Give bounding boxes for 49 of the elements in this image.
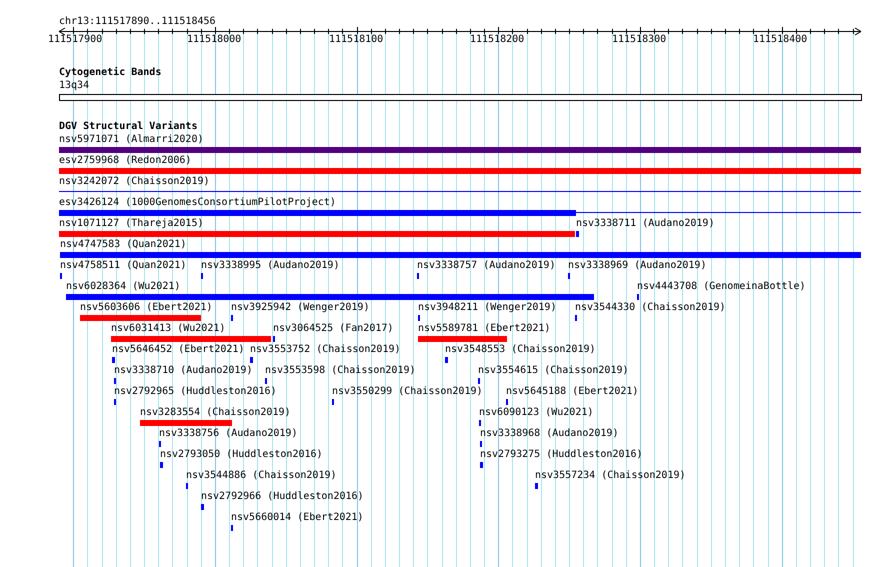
- variant-label: nsv3554615 (Chaisson2019): [478, 365, 629, 377]
- variant-label: nsv3338756 (Audano2019): [159, 428, 298, 440]
- band-label: 13q34: [59, 80, 90, 92]
- variant-label: nsv2793275 (Huddleston2016): [480, 449, 643, 461]
- variant-label: nsv3064525 (Fan2017): [273, 323, 394, 335]
- variant-label: nsv3557234 (Chaisson2019): [535, 470, 686, 482]
- variant-label: nsv2792966 (Huddleston2016): [201, 491, 364, 503]
- region-label: chr13:111517890..111518456: [59, 16, 216, 28]
- tick-label: 111518000: [187, 34, 242, 46]
- variant-label: nsv3283554 (Chaisson2019): [140, 407, 291, 419]
- variant-label: nsv5645188 (Ebert2021): [506, 386, 638, 398]
- variant-label: nsv6028364 (Wu2021): [66, 281, 180, 293]
- variant-label: nsv3925942 (Wenger2019): [231, 302, 370, 314]
- variant-label: nsv3338710 (Audano2019): [114, 365, 252, 377]
- variant-label: nsv3242072 (Chaisson2019): [59, 176, 210, 188]
- variant-label: nsv5660014 (Ebert2021): [231, 512, 364, 524]
- variant-label: nsv4758511 (Quan2021): [60, 260, 186, 272]
- variant-label: nsv3338968 (Audano2019): [480, 428, 618, 440]
- variant-label: nsv4443708 (GenomeinaBottle): [637, 281, 806, 293]
- tick-label: 111518100: [329, 34, 384, 46]
- variant-label: nsv5603606 (Ebert2021): [80, 302, 212, 314]
- tick-label: 111517900: [48, 34, 102, 46]
- tick-label: 111518300: [612, 34, 666, 46]
- variant-label: nsv6031413 (Wu2021): [111, 323, 226, 335]
- track-title: Cytogenetic Bands: [59, 67, 162, 79]
- variant-label: nsv3544330 (Chaisson2019): [575, 302, 726, 314]
- variant-label: nsv5589781 (Ebert2021): [418, 323, 550, 335]
- variant-label: nsv3553598 (Chaisson2019): [265, 365, 416, 377]
- variant-label: nsv5646452 (Ebert2021): [112, 344, 244, 356]
- variant-label: esv2759968 (Redon2006): [59, 155, 192, 167]
- tick-label: 111518200: [470, 34, 524, 46]
- variant-label: nsv3338757 (Audano2019): [417, 260, 556, 272]
- variant-label: nsv2793050 (Huddleston2016): [160, 449, 323, 461]
- variant-label: nsv3544886 (Chaisson2019): [186, 470, 337, 482]
- variant-label: nsv6090123 (Wu2021): [479, 407, 594, 419]
- variant-label: nsv3553752 (Chaisson2019): [250, 344, 401, 356]
- variant-label: nsv3338711 (Audano2019): [576, 218, 714, 230]
- variant-label: nsv3550299 (Chaisson2019): [332, 386, 483, 398]
- variant-label: nsv2792965 (Huddleston2016): [114, 386, 277, 398]
- variant-label: nsv4747583 (Quan2021): [60, 239, 186, 251]
- variant-label: nsv5971071 (Almarri2020): [59, 134, 204, 146]
- variant-label: nsv3948211 (Wenger2019): [418, 302, 556, 314]
- track-title: DGV Structural Variants: [59, 121, 198, 133]
- variant-label: nsv3548553 (Chaisson2019): [445, 344, 596, 356]
- variant-label: esv3426124 (1000GenomesConsortiumPilotProject): [59, 197, 336, 209]
- variant-label: nsv1071127 (Thareja2015): [59, 218, 204, 230]
- variant-label: nsv3338969 (Audano2019): [568, 260, 706, 272]
- variant-label: nsv3338995 (Audano2019): [201, 260, 340, 272]
- tick-label: 111518400: [753, 34, 808, 46]
